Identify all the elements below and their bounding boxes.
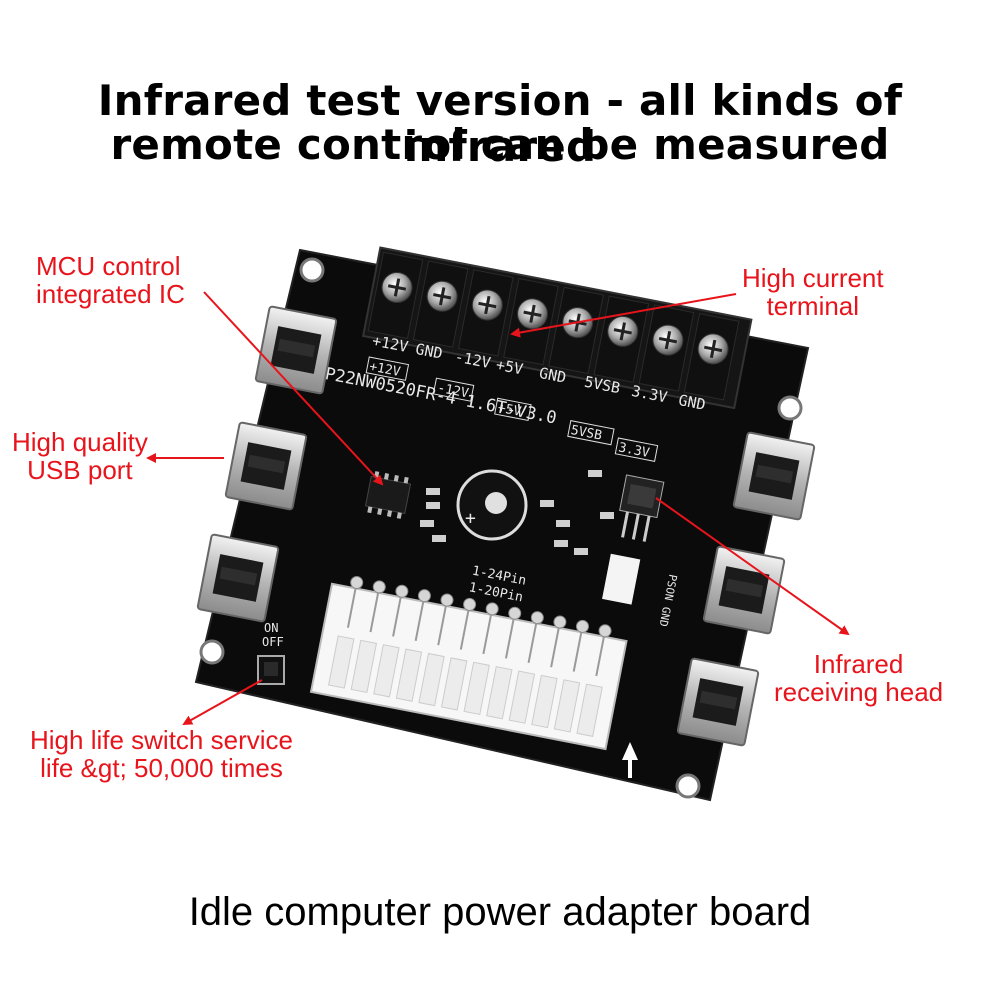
callout-infrared-line1: Infrared (813, 649, 904, 679)
usb-port (732, 431, 816, 521)
terminal-label: GND (414, 340, 444, 363)
switch-label-off: OFF (262, 635, 284, 649)
rail-box-label: 3.3V (617, 440, 651, 461)
terminal-callout-arrow (510, 293, 737, 338)
led-block (602, 553, 641, 605)
atx-24pin-connector (309, 575, 628, 751)
callout-switch-line1: High life switch service (30, 725, 293, 755)
usb-port (254, 305, 338, 395)
switch-callout-arrow (182, 679, 263, 725)
terminal-block (361, 246, 753, 410)
headline-line-2: remote control can be measured (110, 120, 890, 169)
callout-switch-line2: life &gt; 50,000 times (40, 753, 283, 783)
infrared-receiver (619, 474, 665, 542)
mcu-callout-arrow (203, 291, 384, 486)
rail-box-label: +5V (496, 401, 522, 420)
usb-port (676, 657, 760, 747)
buzzer: + (456, 469, 528, 541)
usb-ports (196, 305, 816, 747)
infrared-callout-arrow (655, 497, 850, 636)
mcu-chip (364, 471, 412, 519)
terminal-label: +5V (494, 356, 524, 379)
rail-box-label: -12V (436, 381, 470, 402)
callout-mcu-line2: integrated IC (36, 279, 185, 309)
headline-line-1: Infrared test version - all kinds of inf… (97, 76, 903, 171)
svg-text:+: + (465, 508, 476, 529)
usb-port (196, 533, 280, 623)
usb-port (224, 421, 308, 511)
callout-switch: High life switch service life &gt; 50,00… (30, 726, 293, 782)
rail-box-label: +12V (368, 359, 402, 380)
switch-label-on: ON (264, 621, 278, 635)
callout-terminal-line1: High current (742, 263, 884, 293)
rail-box-label: 5VSB (570, 423, 604, 444)
power-switch (257, 655, 285, 685)
terminal-label: GND (538, 364, 568, 387)
callout-infrared-line2: receiving head (774, 677, 944, 707)
callout-usb-line1: High quality (12, 427, 148, 457)
mounting-hole (199, 639, 225, 665)
mounting-hole (777, 395, 803, 421)
callout-terminal-line2: terminal (766, 291, 860, 321)
callout-mcu-line1: MCU control (36, 251, 181, 281)
callout-infrared: Infrared receiving head (774, 650, 943, 706)
smd-components (420, 470, 614, 555)
callout-mcu: MCU control integrated IC (36, 252, 185, 308)
mounting-hole (675, 773, 701, 799)
callout-usb-line2: USB port (27, 455, 133, 485)
usb-port (702, 545, 786, 635)
orientation-arrow (622, 742, 638, 760)
terminal-label: GND (677, 391, 707, 414)
callout-terminal: High current terminal (742, 264, 884, 320)
callout-usb: High quality USB port (12, 428, 148, 484)
caption: Idle computer power adapter board (188, 890, 812, 934)
mounting-hole (299, 257, 325, 283)
